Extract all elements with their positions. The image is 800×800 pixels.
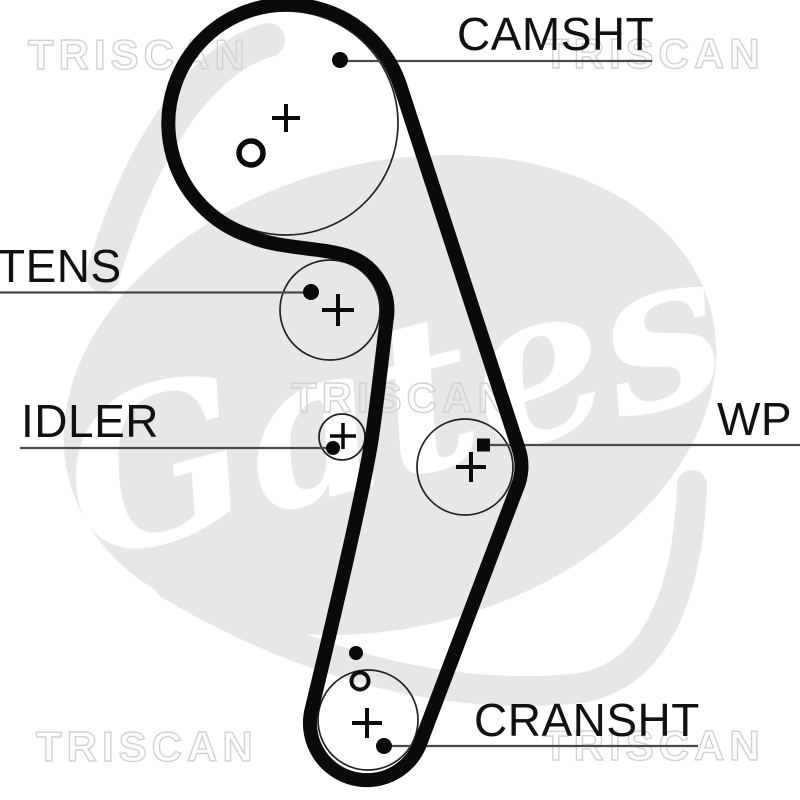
tensioner-markers xyxy=(303,284,354,326)
crankshaft-markers xyxy=(349,646,392,754)
camshaft-markers xyxy=(236,52,348,168)
triscan-watermark-top-right: TRISCAN xyxy=(543,30,765,77)
triscan-watermarks: TRISCAN TRISCAN TRISCAN TRISCAN TRISCAN xyxy=(27,29,765,770)
camshaft-ring-icon xyxy=(236,138,266,168)
crankshaft-label: CRANSHT xyxy=(474,694,700,746)
triscan-watermark-center: TRISCAN xyxy=(291,374,513,421)
tensioner-label: TENS xyxy=(0,240,122,292)
gates-logo-watermark: Gates xyxy=(36,23,748,707)
water-pump-markers xyxy=(456,438,490,482)
water-pump-pulley-circle xyxy=(416,418,514,516)
water-pump-label: WP xyxy=(717,393,792,445)
triscan-watermark-top-left: TRISCAN xyxy=(28,31,250,78)
part-labels: CAMSHT TENS IDLER WP CRANSHT xyxy=(0,8,792,746)
crankshaft-top-dot xyxy=(349,646,363,660)
water-pump-pointer-dot xyxy=(477,438,490,452)
crankshaft-ring-icon xyxy=(349,670,371,692)
crankshaft-pointer-dot xyxy=(376,738,392,754)
timing-belt xyxy=(161,0,529,788)
camshaft-label: CAMSHT xyxy=(457,8,654,60)
pulley-markers xyxy=(236,52,490,754)
camshaft-pointer-dot xyxy=(332,52,348,68)
idler-pointer-dot xyxy=(326,441,340,455)
gates-watermark-swoosh xyxy=(155,470,707,707)
tensioner-pointer-dot xyxy=(303,284,319,300)
idler-label: IDLER xyxy=(21,395,159,447)
idler-markers xyxy=(326,423,356,455)
crankshaft-pulley-circle xyxy=(317,669,419,771)
triscan-watermark-bottom-left: TRISCAN xyxy=(36,723,258,770)
gates-watermark-oval-group: Gates xyxy=(36,154,748,636)
gates-watermark-oval xyxy=(63,154,717,636)
tensioner-pulley-circle xyxy=(279,259,381,361)
